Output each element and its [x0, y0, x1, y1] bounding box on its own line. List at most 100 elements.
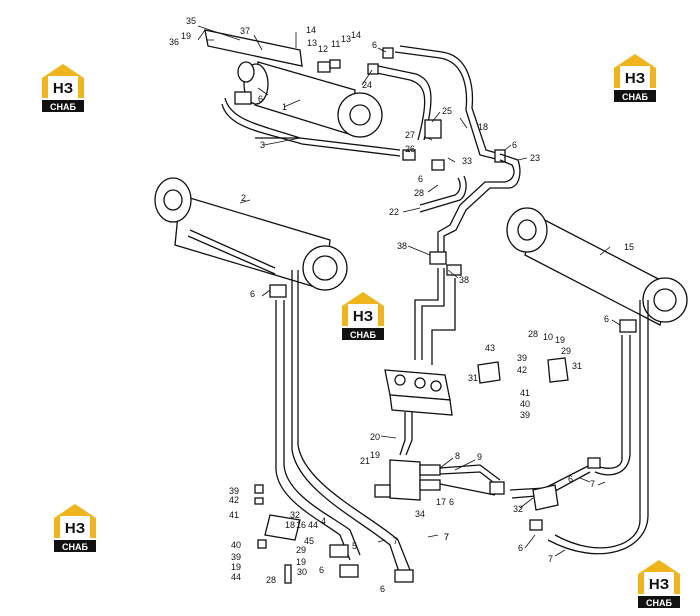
callout-label: 19 [231, 562, 241, 572]
callout-label: 17 [436, 497, 446, 507]
callout-label: 28 [266, 575, 276, 585]
callout-label: 39 [517, 353, 527, 363]
callout-label: 6 [380, 584, 385, 594]
logo-letters: НЗ [65, 520, 85, 537]
callout-label: 14 [306, 25, 316, 35]
callout-label: 7 [444, 532, 449, 542]
logo-letters: НЗ [625, 70, 645, 87]
callout-label: 6 [372, 40, 377, 50]
callout-label: 13 [307, 38, 317, 48]
callout-label: 36 [169, 37, 179, 47]
callout-label: 28 [528, 329, 538, 339]
callout-label: 18 [285, 520, 295, 530]
callout-label: 30 [297, 567, 307, 577]
callout-label: 6 [418, 174, 423, 184]
leader-lines [197, 25, 621, 557]
callout-label: 31 [572, 361, 582, 371]
callout-label: 2 [241, 193, 246, 203]
logo-letters: НЗ [53, 80, 73, 97]
callout-label: 45 [304, 536, 314, 546]
callout-label: 19 [181, 31, 191, 41]
callout-label: 40 [520, 399, 530, 409]
callout-label: 33 [462, 156, 472, 166]
callout-label: 19 [370, 450, 380, 460]
right-cylinder [506, 207, 688, 555]
callout-label: 4 [321, 516, 326, 526]
callout-label: 21 [360, 456, 370, 466]
callout-label: 10 [543, 332, 553, 342]
callout-label: 13 [341, 34, 351, 44]
callout-label: 29 [296, 545, 306, 555]
callout-label: 26 [405, 144, 415, 154]
callout-label: 1 [282, 102, 287, 112]
callout-label: 35 [186, 16, 196, 26]
right-brackets [477, 357, 601, 531]
logo-caption: СНАБ [62, 542, 88, 552]
callout-label: 25 [442, 106, 452, 116]
callout-label: 34 [415, 509, 425, 519]
callout-label: 44 [308, 520, 318, 530]
callout-label: 19 [296, 557, 306, 567]
logo-caption: СНАБ [350, 330, 376, 340]
callout-label: 11 [331, 39, 340, 49]
callout-label: 42 [517, 365, 527, 375]
callout-label: 37 [240, 26, 250, 36]
callout-label: 6 [250, 289, 255, 299]
callout-label: 15 [624, 242, 634, 252]
callout-label: 38 [459, 275, 469, 285]
logo-bottom-right: НЗ СНАБ [636, 558, 682, 610]
callout-label: 6 [449, 497, 454, 507]
callout-label: 29 [561, 346, 571, 356]
callout-label: 44 [231, 572, 241, 582]
center-piping [414, 153, 521, 365]
callout-label: 41 [520, 388, 530, 398]
callout-label: 12 [318, 44, 328, 54]
logo-bottom-left: НЗ СНАБ [52, 502, 98, 554]
callout-label: 43 [485, 343, 495, 353]
callout-label: 20 [370, 432, 380, 442]
callout-label: 14 [351, 30, 361, 40]
callout-label: 6 [604, 314, 609, 324]
callout-label: 7 [548, 554, 553, 564]
lower-left-bracket [254, 484, 414, 584]
logo-top-right: НЗ СНАБ [612, 52, 658, 104]
callout-label: 28 [414, 188, 424, 198]
callout-label: 32 [513, 504, 523, 514]
logo-caption: СНАБ [50, 102, 76, 112]
callout-label: 32 [290, 510, 300, 520]
callout-label: 6 [568, 474, 573, 484]
callout-label: 40 [231, 540, 241, 550]
top-cylinder-assembly [197, 29, 506, 171]
control-valve [384, 369, 453, 456]
callout-label: 8 [455, 451, 460, 461]
callout-label: 22 [389, 207, 399, 217]
callout-label: 19 [555, 335, 565, 345]
callout-label: 7 [444, 532, 449, 542]
logo-caption: СНАБ [622, 92, 648, 102]
callout-label: 39 [520, 410, 530, 420]
logo-letters: НЗ [649, 576, 669, 593]
lower-valve [374, 459, 505, 501]
callout-label: 6 [512, 140, 517, 150]
callout-label: 39 [229, 486, 239, 496]
callout-label: 5 [352, 541, 357, 551]
logo-caption: СНАБ [646, 598, 672, 608]
callout-label: 24 [362, 80, 372, 90]
callout-label: 9 [477, 452, 482, 462]
callout-label: 27 [405, 130, 415, 140]
callout-label: 6 [518, 543, 523, 553]
callout-label: 41 [229, 510, 239, 520]
left-cylinder [154, 177, 411, 576]
callout-label: 38 [397, 241, 407, 251]
callout-label: 39 [231, 552, 241, 562]
callout-label: 3 [260, 140, 265, 150]
callout-label: 16 [296, 520, 306, 530]
callout-label: 42 [229, 495, 239, 505]
callout-label: 31 [468, 373, 478, 383]
callout-label: 18 [478, 122, 488, 132]
callout-label: 7 [590, 479, 595, 489]
